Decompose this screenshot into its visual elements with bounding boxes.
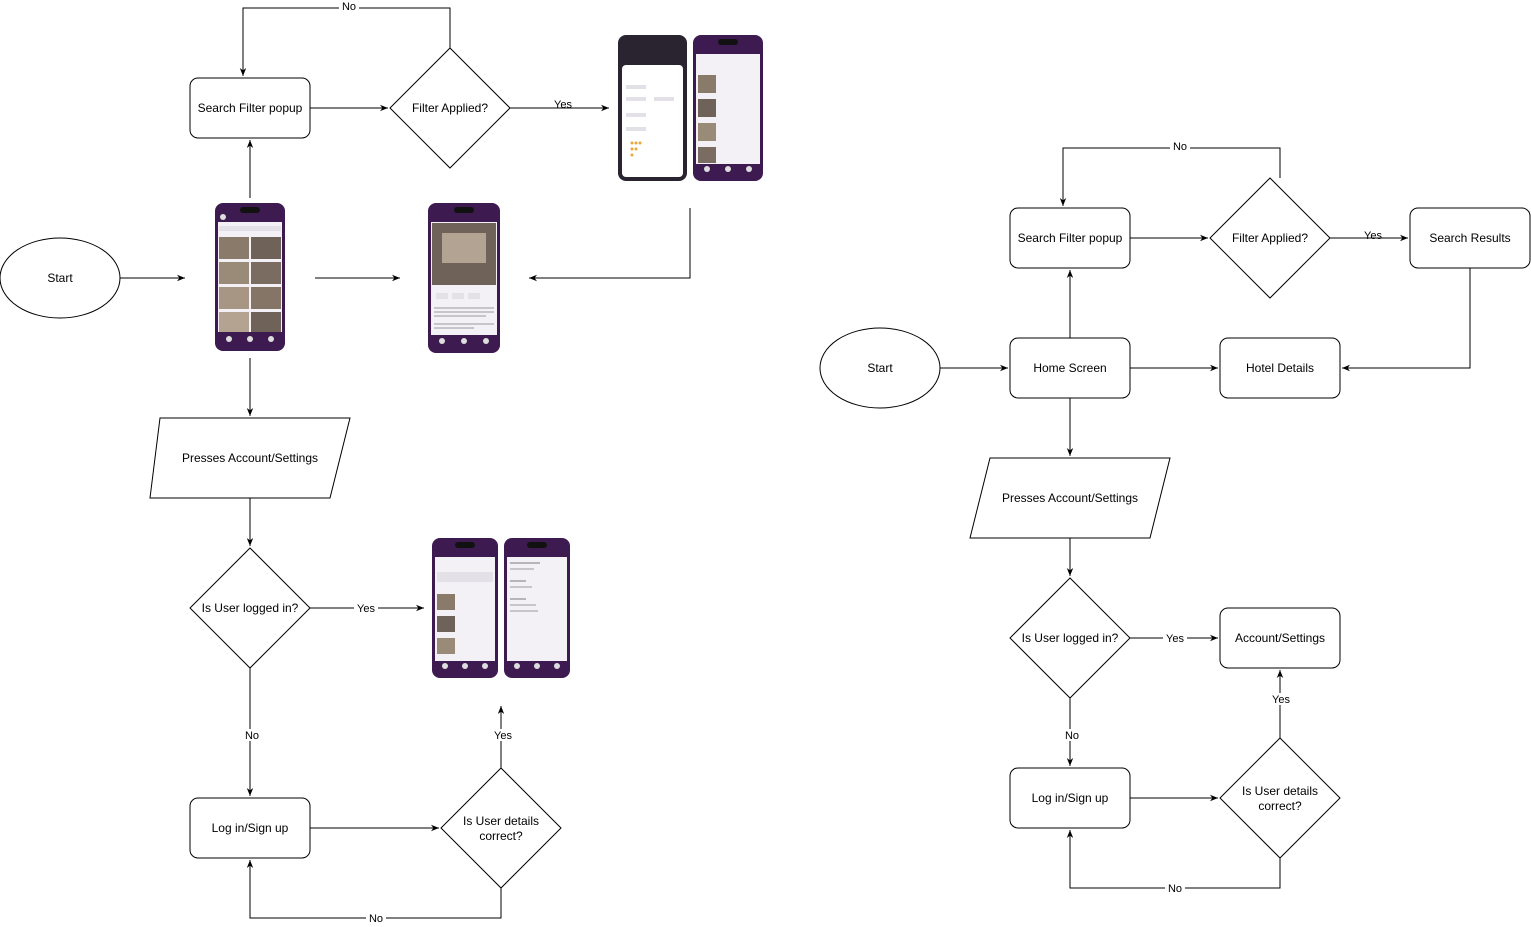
left-hotel-details-mockup[interactable] [428,203,500,353]
right-edge-label-no-details: No [1168,883,1182,895]
right-edge-details-no [1066,830,1281,889]
right-search-filter-node[interactable]: Search Filter popup [1009,207,1131,269]
right-start-label: Start [867,361,893,375]
right-edge-results-details [1342,268,1471,372]
left-edge-label-yes-filter: Yes [554,99,572,111]
left-details-correct-label-1: Is User details [463,814,539,828]
left-start-node[interactable]: Start [0,237,121,319]
right-logged-in-node[interactable]: Is User logged in? [1009,577,1131,699]
left-account-mockup[interactable] [432,538,498,678]
right-account-settings-node[interactable]: Account/Settings [1219,607,1341,669]
left-logged-in-label: Is User logged in? [202,601,299,615]
left-login-node[interactable]: Log in/Sign up [189,797,311,859]
left-details-correct-node[interactable]: Is User details correct? [440,767,562,889]
right-edge-label-no-filter: No [1173,141,1187,153]
left-logged-in-node[interactable]: Is User logged in? [189,547,311,669]
right-login-label: Log in/Sign up [1032,791,1109,805]
right-account-settings-label: Account/Settings [1235,631,1325,645]
right-home-node[interactable]: Home Screen [1009,337,1131,399]
left-presses-account-node[interactable]: Presses Account/Settings [149,417,351,499]
right-hotel-details-label: Hotel Details [1246,361,1314,375]
right-edge-filter-no [1059,147,1281,206]
right-edge-label-no-loggedin: No [1065,730,1079,742]
left-flowchart: Start Search Filter popup Filter Applied… [0,1,763,925]
left-search-results-mockup[interactable] [693,35,763,181]
right-flowchart: Start Home Screen Search Filter popup Fi… [819,141,1531,895]
left-edge-results-details [529,208,691,282]
right-details-correct-label-2: correct? [1258,799,1302,813]
right-presses-account-node[interactable]: Presses Account/Settings [969,457,1171,539]
right-edge-label-yes-details: Yes [1272,694,1290,706]
right-edge-label-yes-filter: Yes [1364,230,1382,242]
right-hotel-details-node[interactable]: Hotel Details [1219,337,1341,399]
left-edge-label-yes-loggedin: Yes [357,603,375,615]
left-edge-details-no [246,860,502,919]
left-search-filter-label: Search Filter popup [198,101,303,115]
left-start-label: Start [47,271,73,285]
left-edge-label-no-details: No [369,913,383,925]
right-filter-applied-label: Filter Applied? [1232,231,1308,245]
left-filter-applied-label: Filter Applied? [412,101,488,115]
left-home-screen-mockup[interactable] [215,203,285,351]
right-details-correct-node[interactable]: Is User details correct? [1219,737,1341,859]
right-details-correct-label-1: Is User details [1242,784,1318,798]
left-filter-popup-mockup[interactable] [618,35,687,181]
left-edge-filter-no [239,7,451,76]
left-edge-label-no-filter: No [342,1,356,13]
left-edge-label-yes-details: Yes [494,730,512,742]
left-login-label: Log in/Sign up [212,821,289,835]
right-logged-in-label: Is User logged in? [1022,631,1119,645]
right-search-filter-label: Search Filter popup [1018,231,1123,245]
right-start-node[interactable]: Start [819,327,941,409]
right-edge-label-yes-loggedin: Yes [1166,633,1184,645]
right-login-node[interactable]: Log in/Sign up [1009,767,1131,829]
right-presses-account-label: Presses Account/Settings [1002,491,1138,505]
left-filter-applied-node[interactable]: Filter Applied? [389,47,511,169]
right-search-results-label: Search Results [1429,231,1510,245]
left-details-correct-label-2: correct? [479,829,523,843]
right-search-results-node[interactable]: Search Results [1409,207,1531,269]
left-settings-mockup[interactable] [504,538,570,678]
left-presses-account-label: Presses Account/Settings [182,451,318,465]
left-edge-label-no-loggedin: No [245,730,259,742]
right-filter-applied-node[interactable]: Filter Applied? [1209,177,1331,299]
right-home-label: Home Screen [1033,361,1106,375]
left-search-filter-node[interactable]: Search Filter popup [189,77,311,139]
